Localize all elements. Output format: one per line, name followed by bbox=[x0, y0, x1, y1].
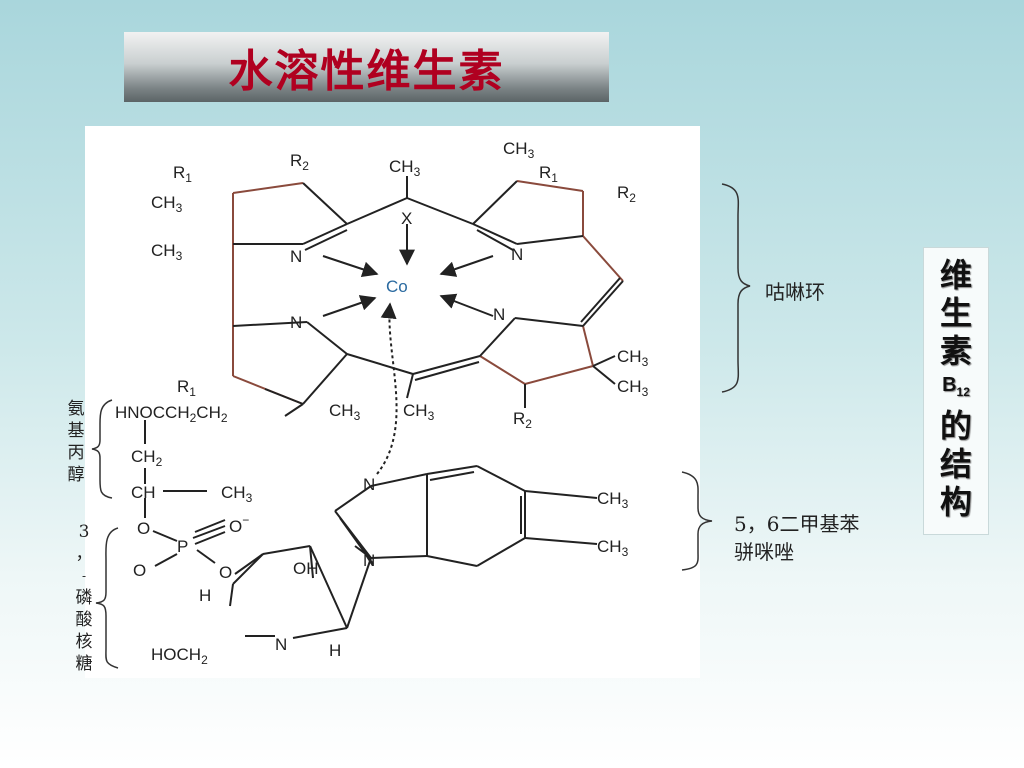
char: 的 bbox=[939, 407, 972, 445]
brace-porphyrin bbox=[721, 183, 751, 393]
label-n-4: N bbox=[493, 305, 505, 324]
title-bar: 水溶性维生素 bbox=[124, 32, 609, 102]
label-ch3-bottom-1: CH3 bbox=[329, 401, 361, 423]
char: 丙 bbox=[67, 443, 85, 463]
label-h-1: H bbox=[199, 586, 211, 605]
label-ribose-phosphate: 3 ， - 磷 酸 核 糖 bbox=[73, 521, 95, 675]
label-o-3: O bbox=[219, 563, 232, 582]
label-aminopropanol: 氨 基 丙 醇 bbox=[65, 398, 87, 486]
char: 构 bbox=[939, 483, 972, 521]
b-letter: B bbox=[942, 374, 957, 396]
char: 基 bbox=[67, 421, 85, 441]
label-n-2: N bbox=[511, 245, 523, 264]
char: 糖 bbox=[75, 654, 93, 674]
char: 结 bbox=[939, 445, 972, 483]
label-n-3: N bbox=[290, 313, 302, 332]
label-r1-top-left: R1 bbox=[173, 163, 192, 185]
label-h-2: H bbox=[329, 641, 341, 660]
label-r1-top-right: R1 bbox=[539, 163, 558, 185]
vitamin-b12-label-box: 维 生 素 B12 的 结 构 bbox=[923, 247, 989, 535]
vitamin-b12-label: 维 生 素 B12 的 结 构 bbox=[924, 256, 988, 521]
char: 生 bbox=[939, 294, 972, 332]
label-n-1: N bbox=[290, 247, 302, 266]
char: 磷 bbox=[75, 588, 93, 608]
char: 酸 bbox=[75, 610, 93, 630]
label-ch3-bottom-2: CH3 bbox=[403, 401, 435, 423]
char: 维 bbox=[939, 256, 972, 294]
label-ch3-top-right: CH3 bbox=[503, 139, 535, 161]
label-ch3-1: CH3 bbox=[151, 193, 183, 215]
label-n-imid-2: N bbox=[363, 551, 375, 570]
label-o-1: O bbox=[137, 519, 150, 538]
label-ch3-top: CH3 bbox=[389, 157, 421, 179]
char: 醇 bbox=[67, 465, 85, 485]
double-bonds bbox=[194, 229, 621, 565]
label-r2-bottom: R2 bbox=[513, 409, 532, 431]
char: - bbox=[81, 569, 87, 583]
label-o-2: O bbox=[133, 561, 146, 580]
char: 素 bbox=[939, 332, 972, 370]
label-ch3-right-2: CH3 bbox=[617, 377, 649, 399]
b-subscript: 12 bbox=[956, 385, 970, 399]
label-ch3-chain: CH3 bbox=[221, 483, 253, 505]
label-ch3-benz-2: CH3 bbox=[597, 537, 629, 559]
label-hnoc-chain: HNOCCH2CH2 bbox=[115, 403, 228, 425]
structure-svg: R1 R2 CH3 CH3 CH3 CH3 R1 R2 X N N N N Co… bbox=[115, 139, 649, 667]
label-p: P bbox=[177, 537, 188, 556]
atom-labels: R1 R2 CH3 CH3 CH3 CH3 R1 R2 X N N N N Co… bbox=[115, 139, 649, 667]
label-r1-bottom: R1 bbox=[177, 377, 196, 399]
coordination-arrows bbox=[322, 224, 494, 475]
label-o-minus: O− bbox=[229, 513, 249, 536]
label-ch3-right-1: CH3 bbox=[617, 347, 649, 369]
label-r2-top-left: R2 bbox=[290, 151, 309, 173]
label-ch2-chain: CH2 bbox=[131, 447, 163, 469]
b12-label: B12 bbox=[924, 370, 988, 407]
vitamin-b12-structure-diagram: R1 R2 CH3 CH3 CH3 CH3 R1 R2 X N N N N Co… bbox=[85, 126, 700, 678]
label-ch3-benz-1: CH3 bbox=[597, 489, 629, 511]
label-ch3-2: CH3 bbox=[151, 241, 183, 263]
char: ， bbox=[75, 544, 93, 564]
corrin-black-bonds bbox=[144, 176, 624, 639]
label-r2-top-right: R2 bbox=[617, 183, 636, 205]
label-oh: OH bbox=[293, 559, 319, 578]
char: 氨 bbox=[67, 399, 85, 419]
label-ch-chain: CH bbox=[131, 483, 156, 502]
char: 核 bbox=[75, 632, 93, 652]
label-x: X bbox=[401, 209, 412, 228]
label-porphyrin-ring: 咕啉环 bbox=[765, 280, 825, 304]
label-n-imid-1: N bbox=[363, 475, 375, 494]
label-hoch2: HOCH2 bbox=[151, 645, 208, 667]
char: 3 bbox=[78, 522, 90, 542]
label-n-sugar: N bbox=[275, 635, 287, 654]
label-benzimidazole-line2: 骈咪唑 bbox=[734, 540, 794, 564]
slide-title: 水溶性维生素 bbox=[228, 46, 505, 97]
label-benzimidazole-line1: 5，6二甲基苯 bbox=[734, 512, 860, 536]
label-co: Co bbox=[386, 277, 408, 296]
